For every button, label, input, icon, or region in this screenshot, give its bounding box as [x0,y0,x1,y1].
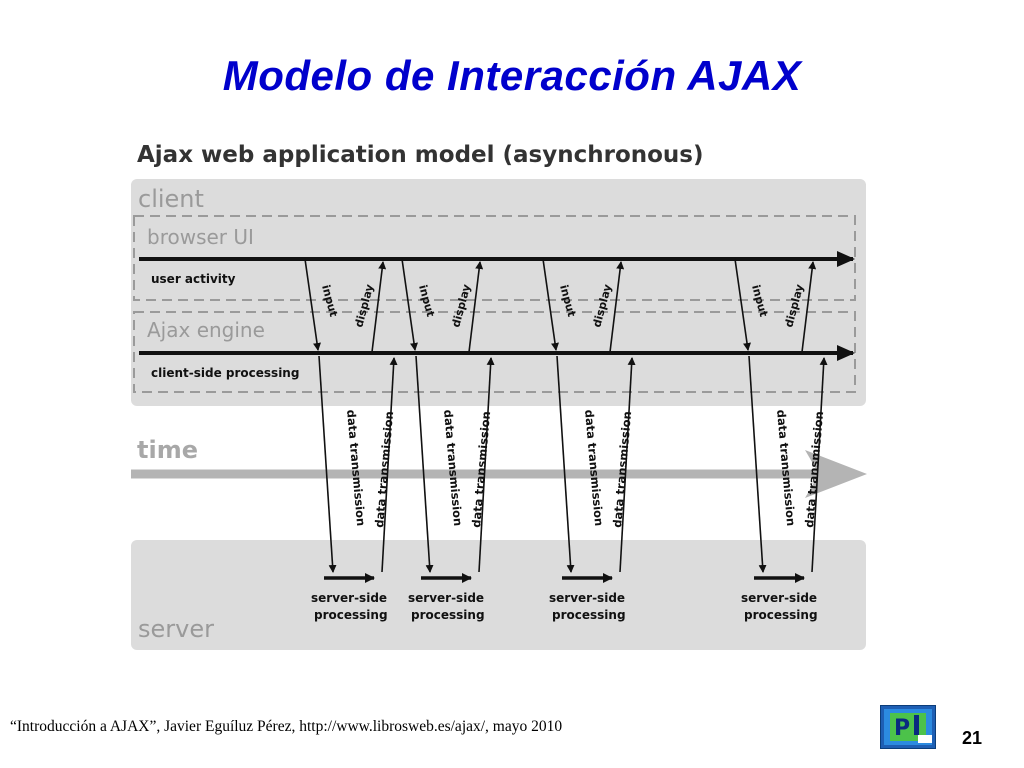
client-processing-label: client-side processing [151,366,299,380]
page-number: 21 [962,728,983,748]
server-processing-label: server-side [408,591,484,605]
server-panel [131,540,866,650]
data-transmission-label: data transmission [582,409,606,527]
data-transmission-label: data transmission [441,409,465,527]
server-processing-label: server-side [549,591,625,605]
server-processing-label: processing [744,608,818,622]
display-arrow [609,261,625,353]
pi-logo-icon: P [880,705,936,749]
data-transmission-label: data transmission [372,411,396,529]
input-arrow [304,258,321,351]
input-arrow [542,258,559,351]
ajax-model-diagram: Ajax web application model (asynchronous… [131,142,867,650]
footer-citation: “Introducción a AJAX”, Javier Eguíluz Pé… [10,718,563,735]
data-transmission-label: data transmission [344,409,368,527]
time-arrowhead [805,450,867,498]
input-arrow [734,258,751,351]
data-transmission-down-arrow [748,355,767,573]
browser-ui-box [133,215,856,301]
user-activity-label: user activity [151,272,236,286]
data-transmission-label: data transmission [774,409,798,527]
client-label: client [138,185,204,213]
browser-ui-label: browser UI [147,225,254,249]
server-label: server [138,615,214,643]
data-transmission-up-arrow [381,357,398,573]
data-transmission-down-arrow [318,355,337,573]
display-arrow [801,261,817,353]
server-processing-label: server-side [741,591,817,605]
server-processing-label: processing [314,608,388,622]
slide-title: Modelo de Interacción AJAX [222,52,802,99]
data-transmission-up-arrow [811,357,828,573]
data-transmission-label: data transmission [610,411,634,529]
data-transmission-label: data transmission [469,411,493,529]
data-transmission-down-arrow [556,355,575,573]
time-label: time [137,436,198,464]
ajax-engine-label: Ajax engine [147,318,265,342]
data-transmission-up-arrow [619,357,636,573]
server-processing-label: processing [552,608,626,622]
ajax-engine-box [133,311,856,393]
data-transmission-up-arrow [478,357,495,573]
input-arrow [401,258,418,351]
svg-text:P: P [894,716,910,741]
server-processing-label: server-side [311,591,387,605]
display-arrow [468,261,484,353]
display-arrow [371,261,387,353]
data-transmission-down-arrow [415,355,434,573]
server-processing-label: processing [411,608,485,622]
diagram-title: Ajax web application model (asynchronous… [137,142,704,168]
